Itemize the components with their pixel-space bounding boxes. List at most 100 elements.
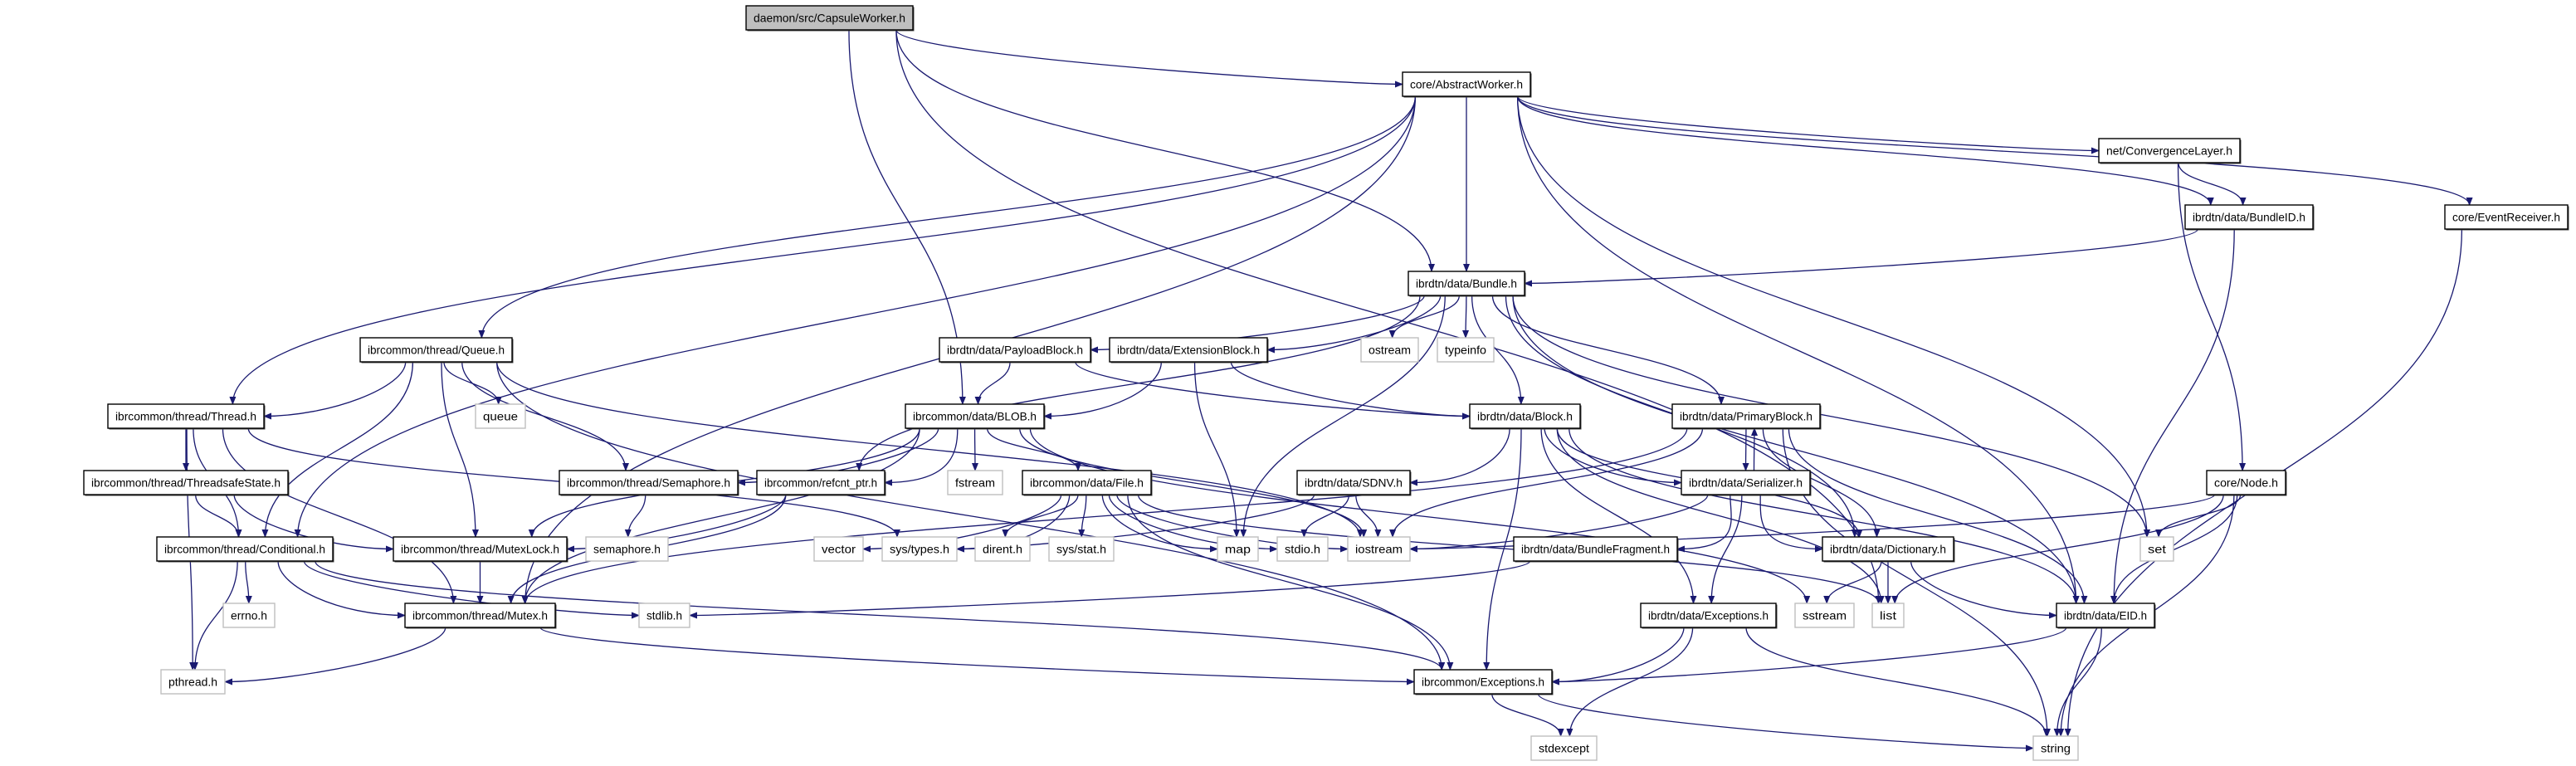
node-dictionary[interactable]: ibrdtn/data/Dictionary.h [1822, 536, 1955, 563]
edge-serializer-to-dataexceptions [1708, 494, 1743, 604]
node-extensionblock[interactable]: ibrdtn/data/ExtensionBlock.h [1109, 337, 1269, 363]
node-label: stdexcept [1539, 742, 1589, 755]
node-abstractworker[interactable]: core/AbstractWorker.h [1402, 71, 1532, 98]
edge-serializer-to-primaryblock [1750, 427, 1758, 471]
edge-abstractworker-to-convergencelayer [1516, 95, 2100, 154]
node-threadsafestate[interactable]: ibrcommon/thread/ThreadsafeState.h [83, 470, 290, 496]
edge-queue-to-conditional [261, 361, 414, 538]
edge-serializer-to-dictionary [1759, 494, 1823, 553]
node-eid[interactable]: ibrdtn/data/EID.h [2056, 603, 2156, 629]
node-semaphore[interactable]: ibrcommon/thread/Semaphore.h [559, 470, 739, 496]
edge-capsule-to-abstractworker [895, 29, 1403, 88]
edge-dataexceptions-to-string [1745, 627, 2050, 737]
node-box [1408, 271, 1525, 296]
node-box [2184, 204, 2314, 230]
node-conditional[interactable]: ibrcommon/thread/Conditional.h [156, 536, 334, 563]
node-box [1530, 735, 1598, 761]
node-primaryblock[interactable]: ibrdtn/data/PrimaryBlock.h [1671, 403, 1822, 430]
node-bundle[interactable]: ibrdtn/data/Bundle.h [1408, 271, 1526, 297]
node-label: ostream [1368, 344, 1411, 357]
node-box [359, 337, 513, 363]
node-label: errno.h [231, 609, 267, 622]
node-blob[interactable]: ibrcommon/data/BLOB.h [905, 403, 1046, 430]
node-capsule[interactable]: daemon/src/CapsuleWorker.h [745, 5, 915, 32]
edge-exceptions-to-stdexcept [1491, 693, 1564, 737]
node-mutex[interactable]: ibrcommon/thread/Mutex.h [404, 603, 557, 629]
node-box [1276, 536, 1329, 562]
node-label: core/AbstractWorker.h [1410, 78, 1523, 91]
node-box [1413, 669, 1553, 695]
node-label: ibrcommon/refcnt_ptr.h [764, 476, 877, 490]
node-serializer[interactable]: ibrdtn/data/Serializer.h [1681, 470, 1812, 496]
node-block[interactable]: ibrdtn/data/Block.h [1469, 403, 1582, 430]
node-dirent: dirent.h [974, 536, 1031, 562]
edge-queue-to-exceptions [496, 361, 1446, 671]
node-label: queue [483, 410, 518, 423]
node-file[interactable]: ibrcommon/data/File.h [1022, 470, 1153, 496]
node-node[interactable]: core/Node.h [2206, 470, 2287, 496]
edge-bundlefragment-to-stdlib [689, 560, 1531, 619]
node-box [107, 403, 265, 429]
node-box [393, 536, 568, 562]
node-label: ibrdtn/data/BundleID.h [2193, 211, 2305, 224]
edge-extensionblock-to-map [1193, 361, 1241, 538]
node-bundlefragment[interactable]: ibrdtn/data/BundleFragment.h [1513, 536, 1679, 563]
edge-abstractworker-to-eventreceiver [1516, 95, 2473, 206]
node-box [83, 470, 289, 495]
edge-payloadblock-to-block [1075, 361, 1471, 420]
edge-blob-to-iostream [1019, 427, 1368, 538]
edge-block-to-eid [1569, 427, 2080, 604]
node-box [475, 403, 526, 429]
edge-blob-to-mutex [521, 427, 920, 604]
node-convergencelayer[interactable]: net/ConvergenceLayer.h [2098, 138, 2242, 164]
node-list: list [1871, 603, 1905, 628]
node-box [585, 536, 669, 562]
node-queue[interactable]: ibrcommon/thread/Queue.h [359, 337, 514, 363]
node-map: map [1217, 536, 1259, 562]
edge-abstractworker-to-queue [478, 95, 1417, 339]
edge-bundleid-to-bundle [1524, 228, 2199, 287]
edge-dictionary-to-sstream [1823, 560, 1882, 604]
edge-file-to-sysstat [1078, 494, 1087, 538]
node-label: map [1225, 543, 1251, 556]
node-label: ibrcommon/thread/Mutex.h [412, 609, 548, 622]
node-thread[interactable]: ibrcommon/thread/Thread.h [107, 403, 266, 430]
edge-queue-to-mutexlock [441, 361, 479, 538]
node-label: semaphore.h [593, 543, 661, 556]
node-box [1437, 337, 1495, 363]
edge-file-to-map [1101, 494, 1218, 553]
node-refcnt[interactable]: ibrcommon/refcnt_ptr.h [756, 470, 886, 496]
edge-serializer-to-bundlefragment [1676, 494, 1732, 553]
node-box [1109, 337, 1268, 363]
node-box [1640, 603, 1777, 628]
edge-convergencelayer-to-node [2177, 162, 2247, 471]
edge-blob-to-refcnt [884, 427, 959, 486]
node-label: ibrcommon/thread/ThreadsafeState.h [91, 476, 281, 490]
node-box [947, 470, 1003, 495]
node-box [1513, 536, 1678, 562]
node-label: stdio.h [1285, 543, 1320, 556]
edge-capsule-to-bundle [895, 29, 1435, 272]
node-pthread: pthread.h [160, 669, 226, 695]
node-label: sys/stat.h [1056, 543, 1106, 556]
edge-dataexceptions-to-stdexcept [1566, 627, 1694, 737]
node-sstream: sstream [1794, 603, 1855, 628]
node-box [1871, 603, 1905, 628]
node-label: ibrcommon/thread/Semaphore.h [567, 476, 730, 490]
node-exceptions[interactable]: ibrcommon/Exceptions.h [1413, 669, 1554, 695]
node-box [939, 337, 1091, 363]
node-eventreceiver[interactable]: core/EventReceiver.h [2444, 204, 2569, 231]
edge-node-to-list [1891, 494, 2224, 604]
node-payloadblock[interactable]: ibrdtn/data/PayloadBlock.h [939, 337, 1092, 363]
node-label: list [1880, 609, 1896, 622]
node-mutexlock[interactable]: ibrcommon/thread/MutexLock.h [393, 536, 568, 563]
edge-blob-to-file [986, 427, 1082, 471]
node-label: ibrdtn/data/SDNV.h [1305, 476, 1403, 490]
node-dataexceptions[interactable]: ibrdtn/data/Exceptions.h [1640, 603, 1778, 629]
node-bundleid[interactable]: ibrdtn/data/BundleID.h [2184, 204, 2315, 231]
edge-block-to-exceptions [1483, 427, 1522, 671]
node-sdnv[interactable]: ibrdtn/data/SDNV.h [1296, 470, 1412, 496]
node-box [1347, 536, 1411, 562]
node-box [1671, 403, 1821, 429]
